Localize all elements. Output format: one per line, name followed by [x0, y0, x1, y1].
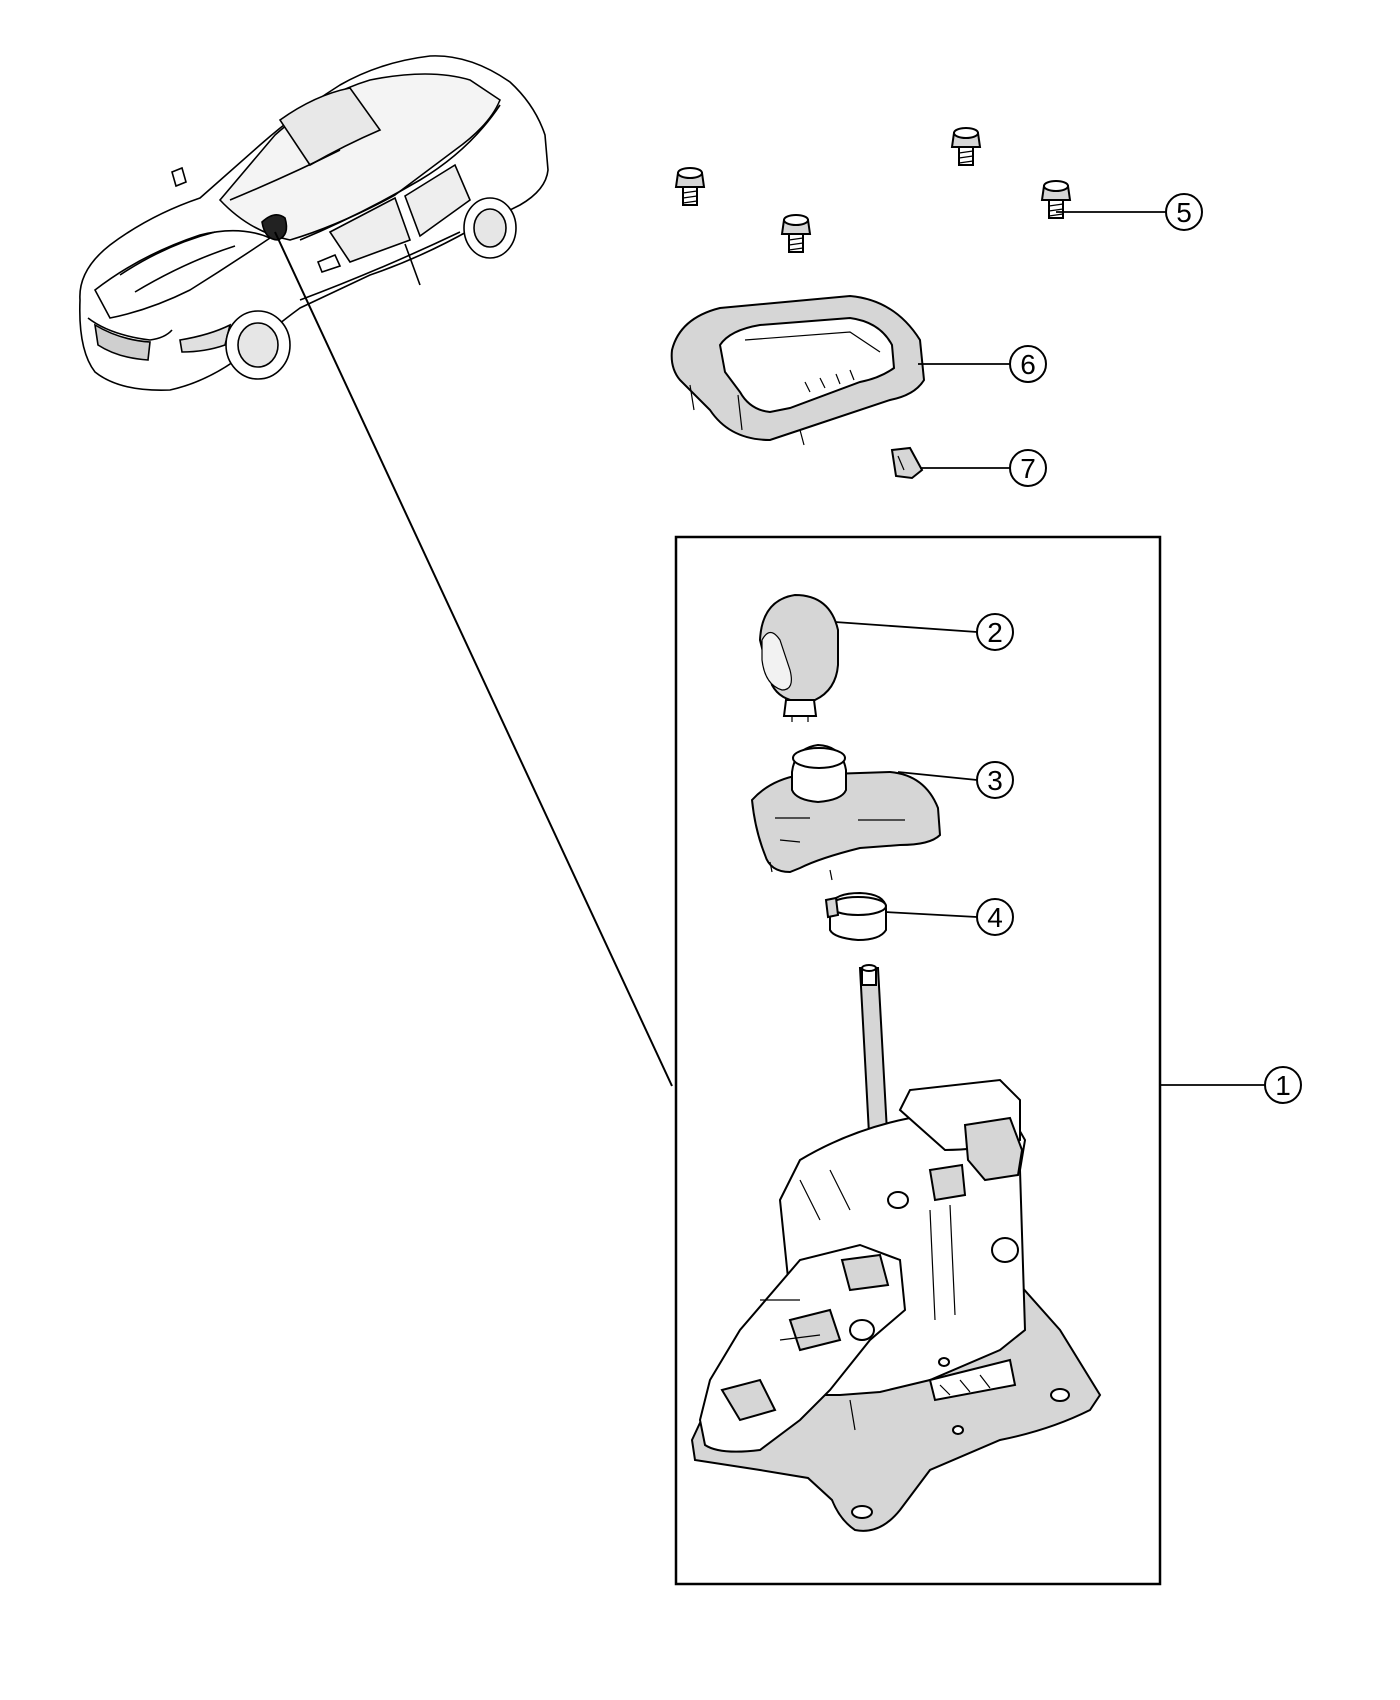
- shift-boot-cover: [750, 743, 942, 881]
- callout-label: 5: [1176, 197, 1192, 228]
- vehicle-illustration: [78, 55, 549, 391]
- leader-lines: [834, 211, 1265, 1086]
- boot-clamp-ring: [824, 891, 887, 942]
- callout-label: 6: [1020, 349, 1036, 380]
- callout-label: 4: [987, 902, 1003, 933]
- shifter-kit-box: [674, 535, 1162, 1586]
- callout-3: 3: [976, 761, 1014, 799]
- bolt: [1040, 180, 1072, 219]
- callout-2: 2: [976, 613, 1014, 651]
- bolt: [780, 214, 812, 253]
- callout-label: 1: [1275, 1070, 1291, 1101]
- callout-7: 7: [1009, 449, 1047, 487]
- bolt-group: [674, 127, 1072, 253]
- callout-6: 6: [1009, 345, 1047, 383]
- bolt: [950, 127, 982, 166]
- shifter-bezel: [670, 294, 926, 446]
- callout-label: 3: [987, 765, 1003, 796]
- callout-5: 5: [1165, 193, 1203, 231]
- shift-knob: [758, 593, 839, 722]
- retaining-clip: [890, 446, 924, 480]
- callout-1: 1: [1264, 1066, 1302, 1104]
- callout-4: 4: [976, 898, 1014, 936]
- location-leader-line: [274, 231, 673, 1087]
- bolt: [674, 167, 706, 206]
- callout-label: 7: [1020, 453, 1036, 484]
- shifter-assembly: [690, 964, 1102, 1532]
- callout-label: 2: [987, 617, 1003, 648]
